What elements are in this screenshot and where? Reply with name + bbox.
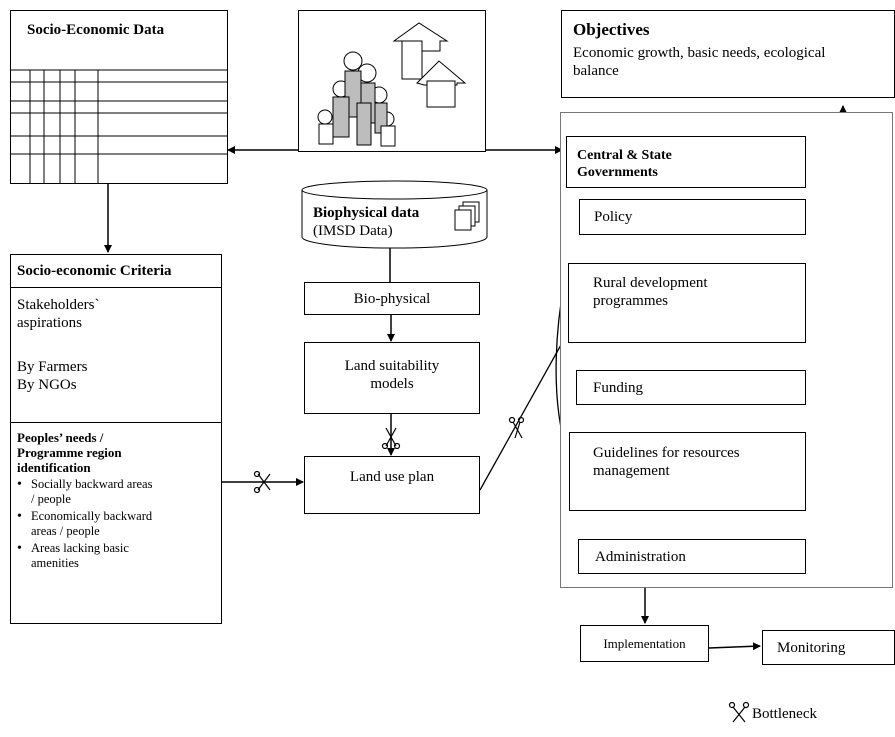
aspirations-line1: Stakeholders` [17, 297, 100, 313]
needs-bullet-item: Socially backward areas/ people [15, 477, 219, 507]
cylinder-shape [301, 180, 488, 249]
by-farmers-label: By Farmers [17, 359, 88, 375]
biophysical-title: Biophysical data [313, 205, 420, 221]
bottleneck-legend-label: Bottleneck [752, 706, 817, 722]
socio-criteria-title: Socio-economic Criteria [17, 263, 172, 279]
funding-label: Funding [593, 380, 644, 396]
guidelines-line2: management [593, 463, 670, 479]
bottleneck-legend-icon [728, 701, 750, 723]
document-stack-icon [454, 201, 480, 231]
implementation-label: Implementation [603, 636, 686, 651]
criteria-divider [11, 422, 221, 423]
land-use-plan-box: Land use plan [304, 456, 480, 514]
land-suitability-line1: Land suitability [344, 358, 440, 374]
objectives-box: Objectives Economic growth, basic needs,… [561, 10, 895, 98]
rural-development-line1: Rural development [593, 275, 708, 291]
socio-economic-criteria-box: Stakeholders` aspirations By Farmers By … [10, 287, 222, 624]
land-suitability-line2: models [370, 376, 414, 392]
needs-line3: identification [17, 460, 91, 475]
by-ngos-label: By NGOs [17, 377, 77, 393]
government-title-box: Central & State Governments [566, 136, 806, 188]
policy-box: Policy [579, 199, 806, 235]
guidelines-box: Guidelines for resources management [569, 432, 806, 511]
community-image [298, 10, 486, 152]
government-title-line1: Central & State [577, 148, 672, 163]
government-title-line2: Governments [577, 165, 658, 180]
data-grid [10, 69, 228, 184]
bottleneck-icon [253, 470, 271, 494]
objectives-title: Objectives [573, 20, 650, 39]
needs-line2: Programme region [17, 445, 122, 460]
implementation-box: Implementation [580, 625, 709, 662]
bio-physical-label: Bio-physical [353, 291, 431, 307]
biophysical-data-cylinder: Biophysical data (IMSD Data) [301, 180, 488, 250]
aspirations-line2: aspirations [17, 315, 82, 331]
administration-box: Administration [578, 539, 806, 574]
needs-bullet-list: Socially backward areas/ people Economic… [15, 477, 219, 573]
land-use-plan-label: Land use plan [349, 469, 435, 485]
biophysical-subtitle: (IMSD Data) [313, 223, 393, 239]
monitoring-box: Monitoring [762, 630, 895, 665]
people-houses-icon [317, 22, 467, 147]
needs-line1: Peoples’ needs / [17, 430, 104, 445]
bottleneck-icon [508, 416, 525, 439]
policy-label: Policy [594, 209, 633, 225]
arrow-implementation-to-monitoring [708, 642, 761, 651]
socio-economic-data-box: Socio-Economic Data [10, 10, 228, 184]
monitoring-label: Monitoring [777, 640, 846, 656]
objectives-text: Economic growth, basic needs, ecological… [573, 45, 826, 79]
bottleneck-icon [381, 427, 401, 450]
administration-label: Administration [595, 549, 686, 565]
rural-development-line2: programmes [593, 293, 668, 309]
socio-economic-criteria-title-box: Socio-economic Criteria [10, 254, 222, 288]
land-suitability-box: Land suitability models [304, 342, 480, 414]
guidelines-line1: Guidelines for resources [593, 445, 740, 461]
bio-physical-box: Bio-physical [304, 282, 480, 315]
funding-box: Funding [576, 370, 806, 405]
rural-development-box: Rural development programmes [568, 263, 806, 343]
socio-economic-data-title: Socio-Economic Data [27, 22, 165, 38]
